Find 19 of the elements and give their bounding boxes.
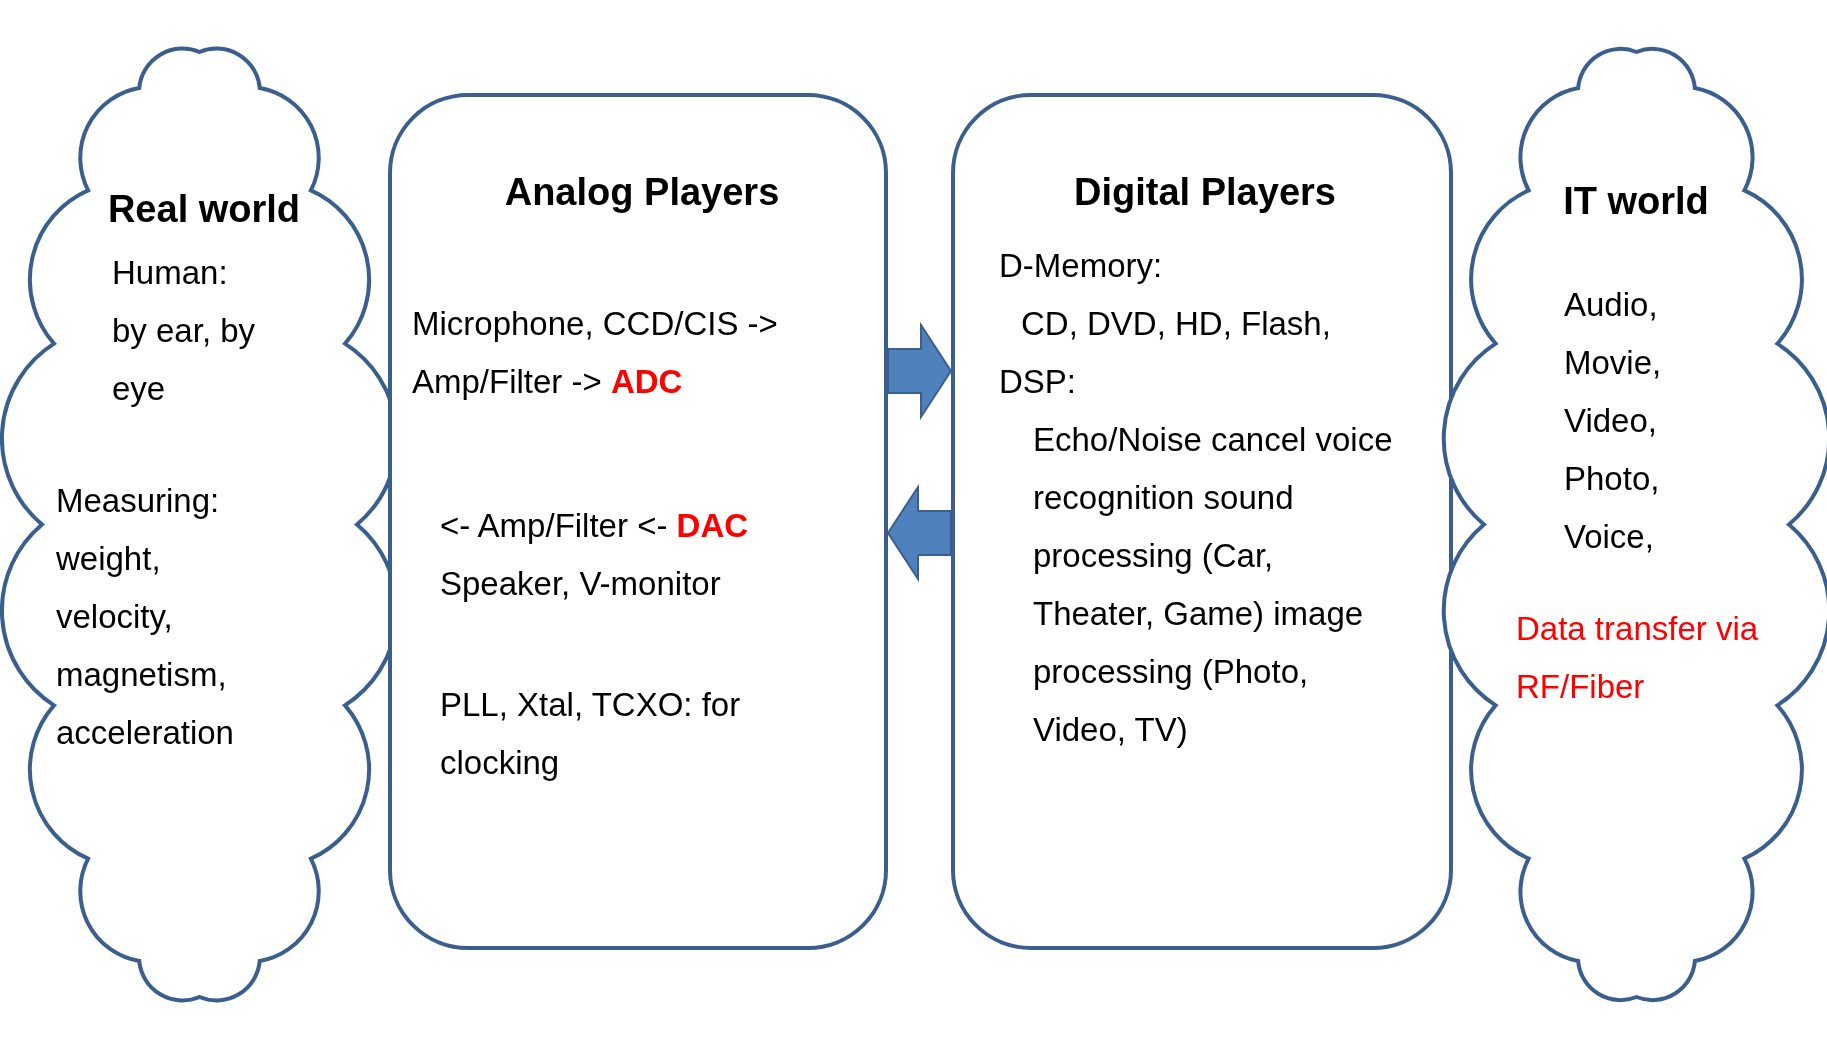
- body-text: D-Memory:: [999, 246, 1164, 286]
- body-text: CD, DVD, HD, Flash,: [1021, 304, 1332, 344]
- body-text: PLL, Xtal, TCXO: for clocking: [440, 685, 742, 783]
- heading: Real world: [106, 187, 302, 232]
- heading: IT world: [1562, 179, 1710, 224]
- block-arrow: [886, 483, 952, 583]
- heading: Analog Players: [503, 170, 781, 215]
- heading: Digital Players: [1073, 170, 1337, 215]
- block-arrow: [887, 321, 953, 421]
- rounded-panel: [388, 93, 888, 950]
- body-text: DSP:: [999, 362, 1078, 402]
- body-text: Echo/Noise cancel voice recognition sound processing (Car, Theater, Game) image processing (Photo, Video, TV): [1033, 420, 1393, 750]
- body-text: Microphone, CCD/CIS -> Amp/Filter -> ADC: [412, 304, 779, 402]
- body-text: Data transfer via RF/Fiber: [1516, 609, 1760, 707]
- body-text: Human: by ear, by eye: [112, 253, 257, 409]
- body-text: Measuring: weight, velocity, magnetism, acceleration: [56, 481, 235, 753]
- rounded-panel: [951, 93, 1453, 950]
- body-text: <- Amp/Filter <- DAC Speaker, V-monitor: [440, 506, 750, 604]
- body-text: Audio, Movie, Video, Photo, Voice,: [1564, 285, 1663, 557]
